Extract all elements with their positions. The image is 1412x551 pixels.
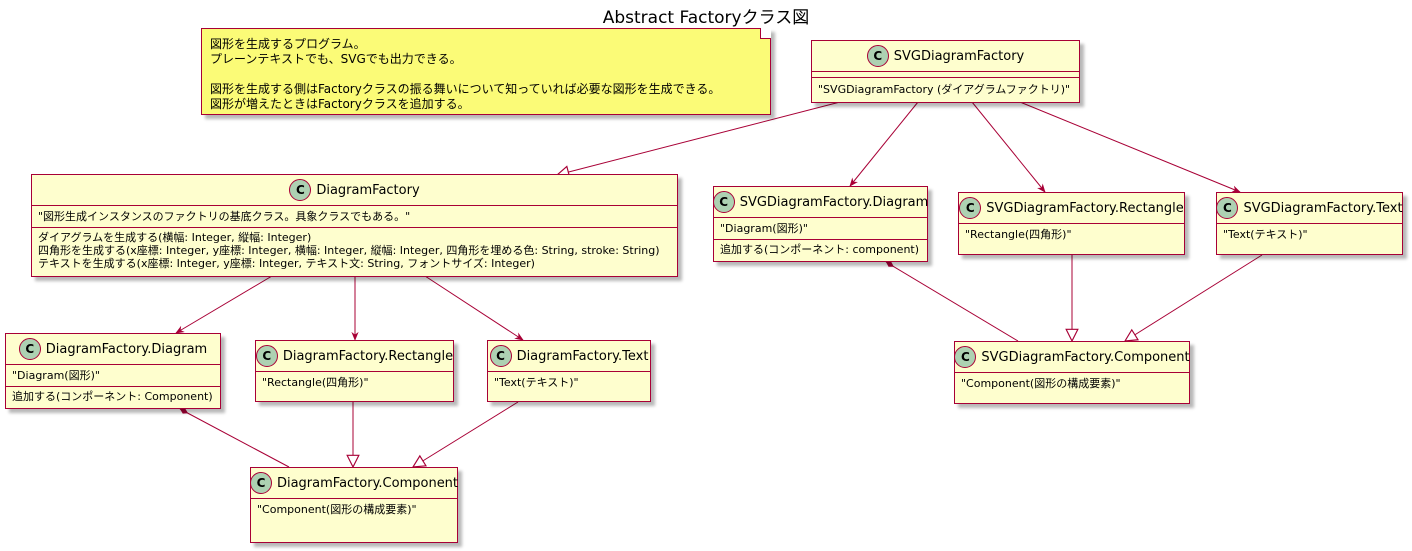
class-diagram-factory: C DiagramFactory "図形生成インスタンスのファクトリの基底クラス… <box>31 174 678 277</box>
note-fold-corner <box>760 28 771 39</box>
class-attribute: "Text(テキスト)" <box>1223 228 1308 241</box>
class-name: SVGDiagramFactory.Diagram <box>739 194 929 210</box>
class-attribute: "Diagram(図形)" <box>6 365 220 387</box>
class-operation: ダイアグラムを生成する(横幅: Integer, 縦幅: Integer) <box>38 231 312 244</box>
class-name: SVGDiagramFactory.Rectangle <box>986 200 1184 216</box>
note-line: プレーンテキストでも、SVGでも出力できる。 <box>210 52 462 66</box>
class-badge-icon: C <box>489 345 512 367</box>
class-operations: ダイアグラムを生成する(横幅: Integer, 縦幅: Integer) 四角… <box>32 228 677 273</box>
class-attribute: "Rectangle(四角形)" <box>262 376 369 389</box>
class-operation: テキストを生成する(x座標: Integer, y座標: Integer, テキ… <box>38 257 535 270</box>
class-attribute: "Diagram(図形)" <box>714 218 927 240</box>
class-svg-component: C SVGDiagramFactory.Component "Component… <box>954 341 1190 404</box>
class-badge-icon: C <box>866 45 889 67</box>
class-header: C SVGDiagramFactory <box>812 41 1079 72</box>
class-attribute: "SVGDiagramFactory (ダイアグラムファクトリ)" <box>818 83 1071 96</box>
class-name: DiagramFactory <box>316 182 420 198</box>
class-name: DiagramFactory.Component <box>276 475 459 491</box>
class-header: C DiagramFactory <box>32 175 677 206</box>
class-df-text: C DiagramFactory.Text "Text(テキスト)" <box>487 340 651 402</box>
class-svg-text: C SVGDiagramFactory.Text "Text(テキスト)" <box>1216 192 1403 255</box>
class-svg-diagram-factory: C SVGDiagramFactory "SVGDiagramFactory (… <box>811 40 1080 103</box>
class-header: C SVGDiagramFactory.Rectangle <box>959 193 1184 224</box>
class-badge-icon: C <box>18 338 41 360</box>
class-header: C DiagramFactory.Component <box>249 468 459 499</box>
edge-svgfactory-extends-diagramfactory <box>557 101 841 175</box>
edge-svgtext-extends-component <box>1125 254 1263 341</box>
edge-svgfactory-to-text <box>1019 101 1241 193</box>
class-attribute: "Component(図形の構成要素)" <box>961 377 1121 390</box>
class-svg-rectangle: C SVGDiagramFactory.Rectangle "Rectangle… <box>958 192 1185 255</box>
class-header: C DiagramFactory.Diagram <box>6 334 220 365</box>
edge-svgfactory-to-diagram <box>849 101 919 187</box>
class-badge-icon: C <box>959 197 982 219</box>
class-attribute: "Text(テキスト)" <box>494 376 579 389</box>
note-line: 図形を生成するプログラム。 <box>210 37 366 51</box>
note-line <box>210 67 762 82</box>
class-badge-icon: C <box>712 191 735 213</box>
class-df-rectangle: C DiagramFactory.Rectangle "Rectangle(四角… <box>255 340 454 402</box>
class-name: DiagramFactory.Rectangle <box>282 348 454 364</box>
description-note: 図形を生成するプログラム。 プレーンテキストでも、SVGでも出力できる。 図形を… <box>201 28 771 115</box>
class-operation: 追加する(コンポーネント: component) <box>720 243 920 256</box>
class-separator <box>812 72 1079 78</box>
class-badge-icon: C <box>289 179 312 201</box>
diagram-title: Abstract Factoryクラス図 <box>602 8 810 28</box>
class-name: SVGDiagramFactory.Text <box>1243 200 1403 216</box>
class-operations: 追加する(コンポーネント: Component) <box>6 387 220 406</box>
class-svg-diagram: C SVGDiagramFactory.Diagram "Diagram(図形)… <box>712 186 929 262</box>
edge-svgfactory-to-rectangle <box>971 101 1046 193</box>
edge-dfdiagram-composes-component <box>179 408 290 468</box>
class-header: C DiagramFactory.Rectangle <box>255 341 454 372</box>
class-operation: 追加する(コンポーネント: Component) <box>12 390 213 403</box>
class-df-diagram: C DiagramFactory.Diagram "Diagram(図形)" 追… <box>5 333 221 409</box>
class-attribute: "Rectangle(四角形)" <box>965 228 1072 241</box>
edge-diagramfactory-to-text <box>424 275 524 341</box>
edge-diagramfactory-to-diagram <box>175 275 273 334</box>
note-line: 図形が増えたときはFactoryクラスを追加する。 <box>210 97 470 111</box>
class-name: SVGDiagramFactory <box>893 48 1025 64</box>
edge-dftext-extends-component <box>413 401 519 467</box>
class-header: C SVGDiagramFactory.Component <box>954 342 1190 373</box>
class-header: C SVGDiagramFactory.Text <box>1216 193 1403 224</box>
class-header: C SVGDiagramFactory.Diagram <box>712 187 929 218</box>
class-df-component: C DiagramFactory.Component "Component(図形… <box>249 467 459 543</box>
class-badge-icon: C <box>249 472 272 494</box>
edge-svgdiagram-composes-component <box>885 261 1019 342</box>
class-name: SVGDiagramFactory.Component <box>981 349 1190 365</box>
class-operation: 四角形を生成する(x座標: Integer, y座標: Integer, 横幅:… <box>38 244 660 257</box>
class-name: DiagramFactory.Text <box>516 348 649 364</box>
class-badge-icon: C <box>1216 197 1239 219</box>
class-operations: 追加する(コンポーネント: component) <box>714 240 927 259</box>
note-line: 図形を生成する側はFactoryクラスの振る舞いについて知っていれば必要な図形を… <box>210 82 721 96</box>
class-attribute: "図形生成インスタンスのファクトリの基底クラス。具象クラスでもある。" <box>32 206 677 228</box>
class-header: C DiagramFactory.Text <box>488 341 650 372</box>
class-attribute: "Component(図形の構成要素)" <box>257 503 417 516</box>
class-badge-icon: C <box>255 345 278 367</box>
class-badge-icon: C <box>954 346 977 368</box>
class-name: DiagramFactory.Diagram <box>45 341 208 357</box>
